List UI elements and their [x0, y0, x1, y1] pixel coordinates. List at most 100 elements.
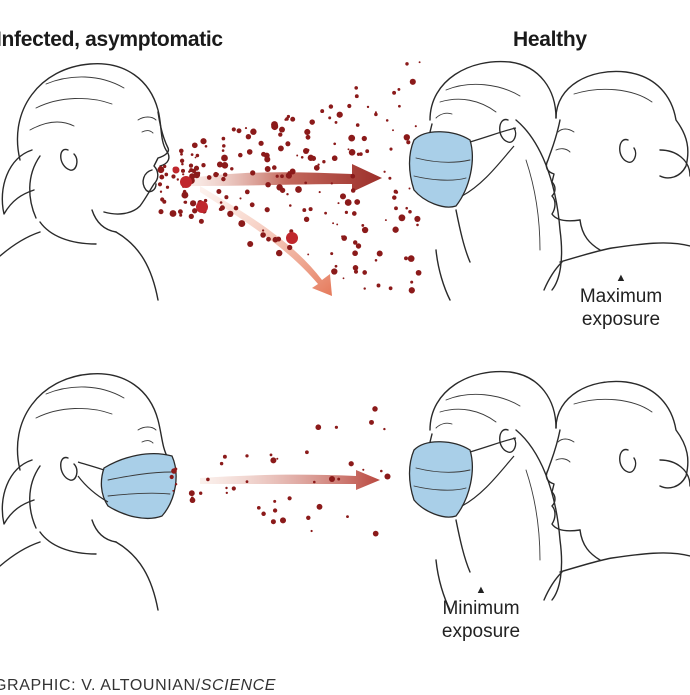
droplet — [275, 174, 279, 178]
droplet — [309, 119, 315, 125]
droplet — [354, 199, 361, 205]
droplet — [306, 148, 310, 152]
droplet — [231, 486, 236, 491]
droplet — [366, 105, 370, 109]
droplet — [313, 165, 320, 171]
droplet — [376, 250, 383, 257]
droplet — [162, 199, 167, 204]
droplet — [348, 134, 356, 142]
droplet — [264, 156, 271, 163]
droplet-large — [196, 201, 208, 213]
droplet — [355, 123, 360, 127]
droplet — [414, 125, 417, 128]
droplet — [408, 210, 412, 214]
caption-maximum-exposure: ▲ Maximum exposure — [566, 272, 676, 331]
droplet — [350, 173, 356, 179]
droplet — [278, 132, 283, 137]
droplet — [307, 253, 310, 256]
droplet — [169, 474, 174, 480]
droplet — [239, 197, 242, 200]
droplet — [305, 134, 311, 140]
droplet — [190, 153, 194, 156]
droplet — [265, 181, 271, 188]
droplet — [405, 206, 408, 210]
droplet — [295, 186, 302, 193]
droplet — [247, 240, 254, 248]
droplet — [236, 128, 242, 134]
droplet — [249, 202, 255, 208]
droplet — [406, 140, 411, 145]
droplet — [331, 155, 338, 162]
droplet — [380, 469, 383, 473]
droplet — [271, 121, 278, 129]
caption-minimum-exposure: ▲ Minimum exposure — [426, 584, 536, 643]
droplet — [157, 182, 163, 187]
droplet — [279, 517, 287, 524]
droplet-arrow-small — [200, 470, 380, 490]
droplet — [188, 213, 194, 220]
droplet — [348, 148, 356, 156]
droplet — [331, 268, 338, 275]
droplet — [279, 187, 286, 193]
infected-person-masked — [0, 373, 177, 611]
droplet — [355, 243, 362, 249]
droplet — [203, 198, 208, 203]
droplet — [219, 461, 224, 466]
droplet — [392, 195, 397, 200]
droplet — [261, 229, 265, 232]
caption-top-line1: Maximum — [579, 286, 663, 307]
droplet — [278, 237, 281, 240]
droplet — [388, 176, 392, 180]
droplet — [337, 477, 341, 481]
triangle-up-icon: ▲ — [615, 272, 627, 284]
droplet — [329, 476, 335, 482]
droplet — [194, 156, 197, 159]
droplet — [287, 244, 293, 251]
droplet — [405, 62, 409, 66]
droplet — [189, 497, 196, 504]
droplet — [250, 128, 257, 135]
droplet — [272, 508, 278, 513]
droplet — [392, 226, 399, 233]
droplet — [408, 187, 411, 190]
droplet — [245, 480, 249, 484]
droplet — [362, 468, 365, 471]
droplet — [383, 427, 386, 431]
droplet — [258, 140, 264, 146]
droplet — [346, 515, 349, 519]
droplet — [221, 176, 226, 182]
caption-top-line2: exposure — [581, 309, 661, 330]
droplet — [407, 255, 415, 262]
droplet — [344, 199, 352, 206]
droplet — [333, 142, 337, 146]
droplet — [192, 208, 198, 214]
droplet — [290, 116, 296, 122]
droplet-large — [180, 176, 192, 188]
droplet — [285, 141, 291, 147]
droplet — [334, 120, 338, 124]
droplet — [216, 189, 222, 194]
droplet — [324, 211, 327, 215]
droplet — [308, 207, 313, 212]
droplet — [334, 425, 338, 429]
droplet — [197, 171, 201, 175]
droplet-cloud-bottom — [169, 406, 391, 537]
droplet — [312, 480, 316, 484]
graphic-credit: GRAPHIC: V. ALTOUNIAN/SCIENCE — [0, 677, 276, 695]
droplet — [356, 152, 361, 156]
triangle-up-icon: ▲ — [475, 584, 487, 596]
droplet — [221, 154, 228, 162]
droplet — [261, 151, 266, 157]
droplet — [200, 138, 207, 145]
droplet — [352, 240, 358, 245]
droplet — [392, 90, 397, 95]
droplet — [365, 149, 370, 154]
droplet — [415, 269, 422, 276]
heading-infected: Infected, asymptomatic — [0, 28, 223, 51]
droplet — [303, 216, 310, 222]
droplet — [169, 210, 177, 217]
droplet — [330, 182, 333, 185]
droplet — [181, 162, 184, 166]
droplet — [384, 473, 391, 480]
droplet — [300, 156, 304, 159]
